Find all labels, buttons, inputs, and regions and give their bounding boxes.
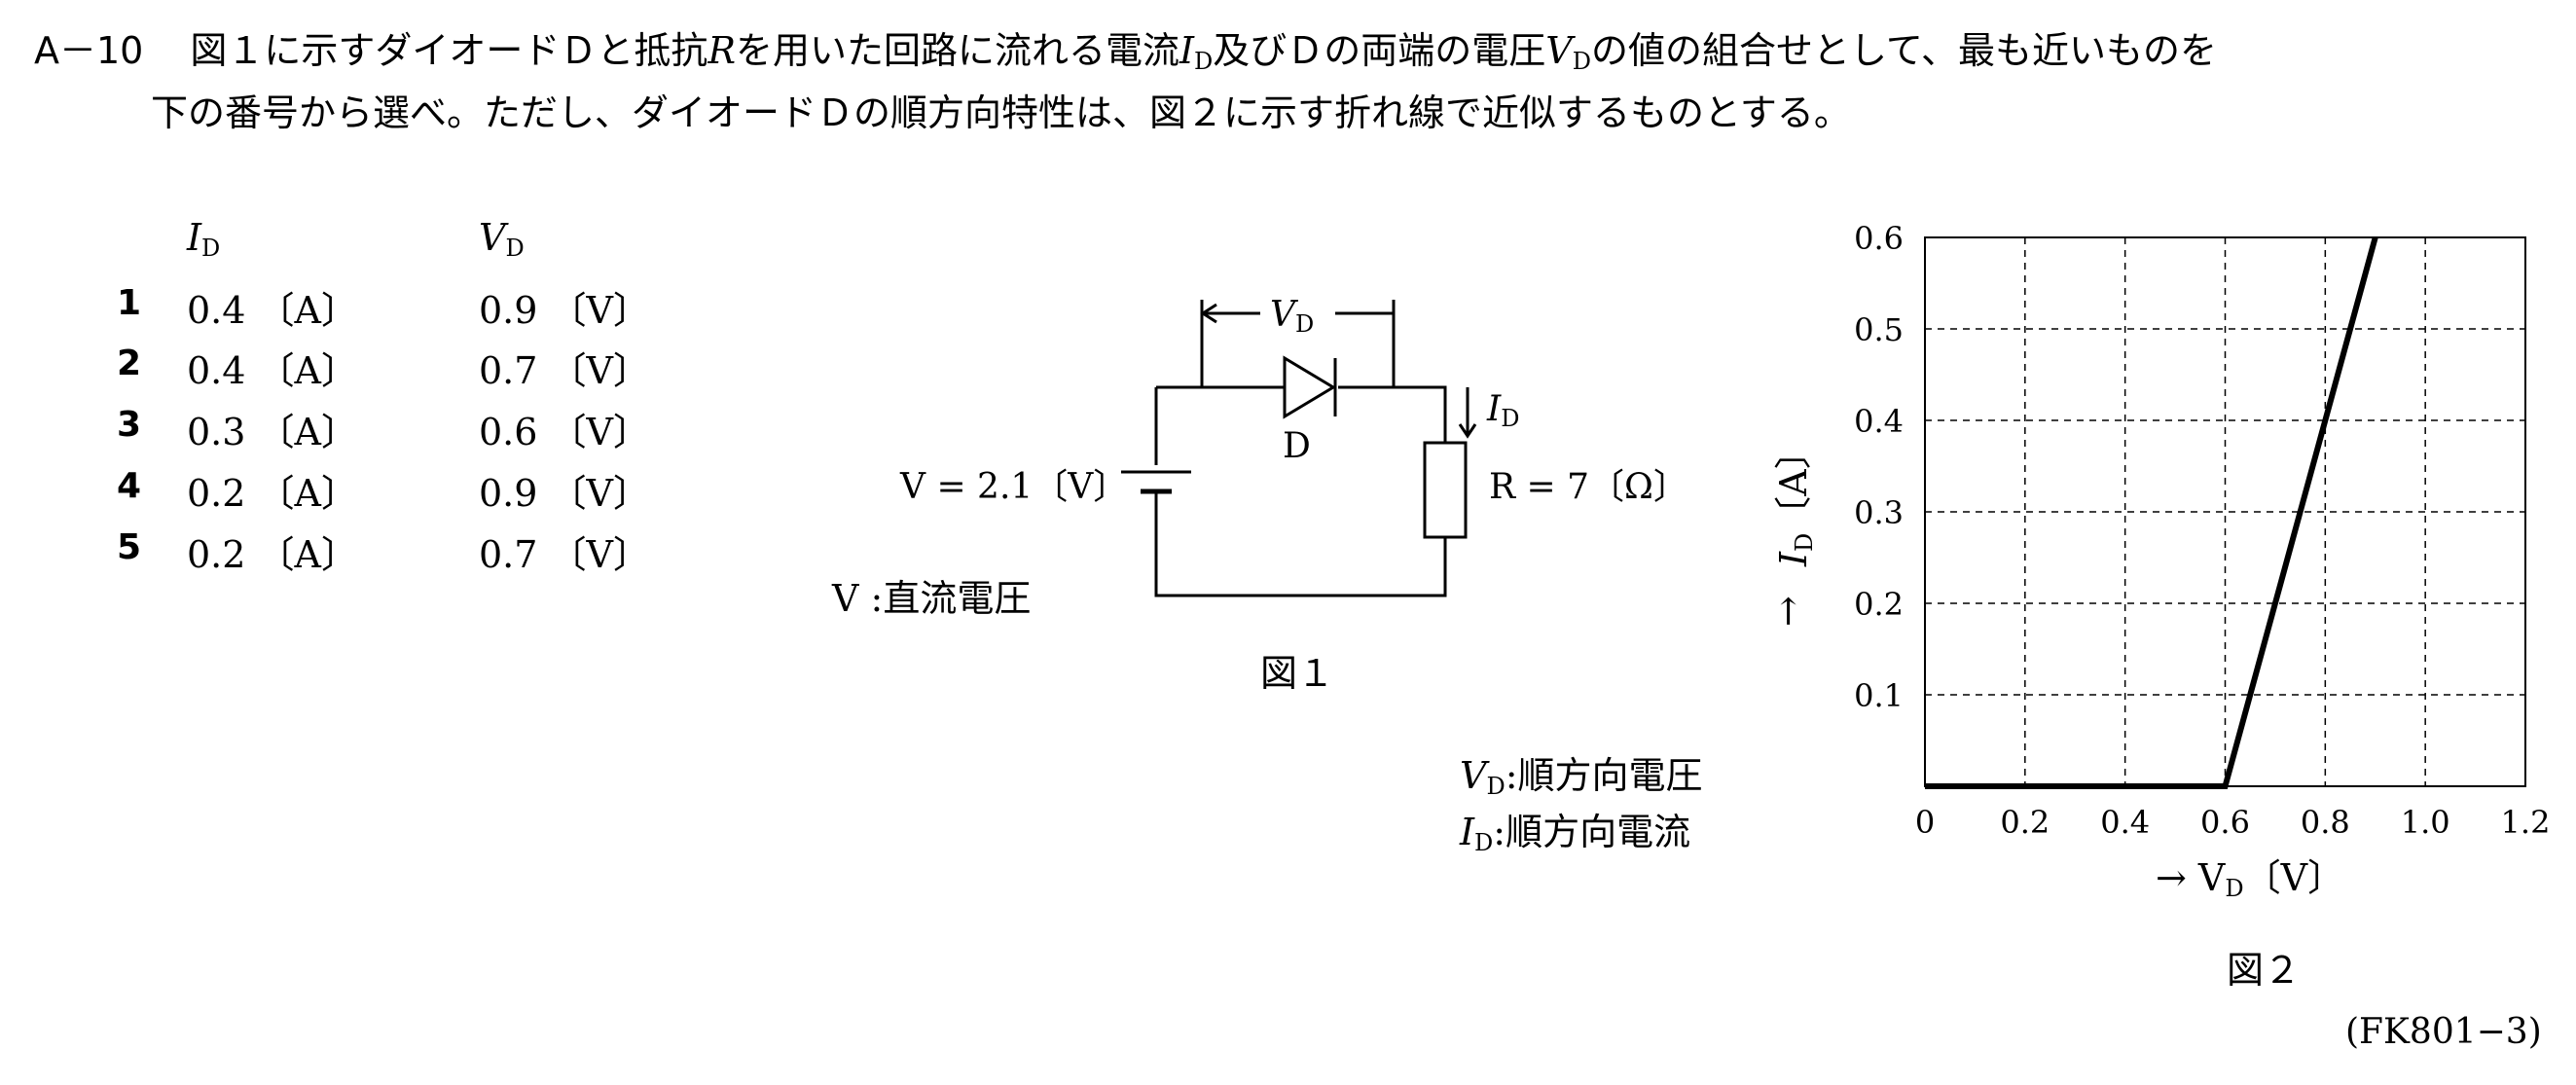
option-voltage: 0.6 〔V〕 (479, 411, 650, 453)
page-code: (FK801−3) (2345, 1012, 2542, 1052)
y-tick-label: 0.5 (1854, 311, 1904, 348)
option-current: 0.3 〔A〕 (187, 411, 358, 453)
x-tick-label: 1.0 (2401, 804, 2450, 841)
source-definition: V :直流電圧 (831, 577, 1031, 620)
option-current: 0.2 〔A〕 (187, 472, 358, 515)
x-tick-label: 0.8 (2301, 804, 2350, 841)
option-row[interactable]: 5 0.2 〔A〕 0.7 〔V〕 (117, 524, 650, 576)
y-tick-label: 0.4 (1854, 403, 1904, 440)
series-line (1925, 236, 2378, 789)
legend-forward-current: ID:順方向電流 (1459, 811, 1690, 856)
diode-label: D (1283, 426, 1311, 466)
y-tick-label: 0.2 (1854, 586, 1904, 623)
x-tick-label: 0.6 (2200, 804, 2250, 841)
option-voltage: 0.9 〔V〕 (479, 472, 650, 515)
option-number: 3 (117, 405, 142, 445)
x-tick-label: 0.2 (2000, 804, 2050, 841)
option-number: 4 (117, 466, 142, 506)
option-row[interactable]: 1 0.4 〔A〕 0.9 〔V〕 (117, 280, 650, 332)
source-label: V = 2.1〔V〕 (899, 467, 1128, 507)
x-tick-label: 0 (1915, 804, 1935, 841)
option-number: 1 (117, 283, 142, 323)
x-axis-label: → VD〔V〕 (2156, 856, 2344, 902)
x-tick-label: 1.2 (2501, 804, 2551, 841)
option-row[interactable]: 4 0.2 〔A〕 0.9 〔V〕 (117, 463, 650, 515)
option-number: 2 (117, 344, 142, 383)
wire-right-bottom (1154, 508, 1447, 597)
option-voltage: 0.7 〔V〕 (479, 533, 650, 576)
legend-forward-voltage: VD:順方向電圧 (1460, 754, 1703, 800)
figure2-caption: 図２ (2227, 949, 2301, 992)
diode-symbol (1283, 355, 1336, 419)
option-voltage: 0.7 〔V〕 (479, 349, 650, 392)
question-line-2: 下の番号から選べ。ただし、ダイオードＤの順方向特性は、図２に示す折れ線で近似する… (151, 91, 1851, 134)
options-header-i: ID (187, 216, 221, 262)
option-row[interactable]: 3 0.3 〔A〕 0.6 〔V〕 (117, 402, 650, 453)
option-row[interactable]: 2 0.4 〔A〕 0.7 〔V〕 (117, 341, 650, 392)
figure1-caption: 図１ (1260, 652, 1334, 695)
option-current: 0.2 〔A〕 (187, 533, 358, 576)
options-header-v: VD (479, 216, 525, 262)
option-current: 0.4 〔A〕 (187, 349, 358, 392)
vd-label: VD (1270, 295, 1314, 338)
y-tick-label: 0.6 (1854, 220, 1904, 257)
x-tick-label: 0.4 (2100, 804, 2150, 841)
question-number: A－10 (34, 29, 144, 72)
y-axis-arrow: → (1766, 596, 1809, 627)
y-tick-label: 0.1 (1854, 677, 1904, 714)
id-label: ID (1486, 389, 1519, 432)
y-axis-label: ID〔A〕 (1772, 432, 1818, 567)
option-current: 0.4 〔A〕 (187, 289, 358, 332)
resistor-symbol (1423, 441, 1468, 539)
resistor-label: R = 7〔Ω〕 (1489, 467, 1688, 507)
option-number: 5 (117, 527, 142, 567)
option-voltage: 0.9 〔V〕 (479, 289, 650, 332)
y-tick-label: 0.3 (1854, 494, 1904, 531)
wire-top-right (1338, 385, 1447, 443)
